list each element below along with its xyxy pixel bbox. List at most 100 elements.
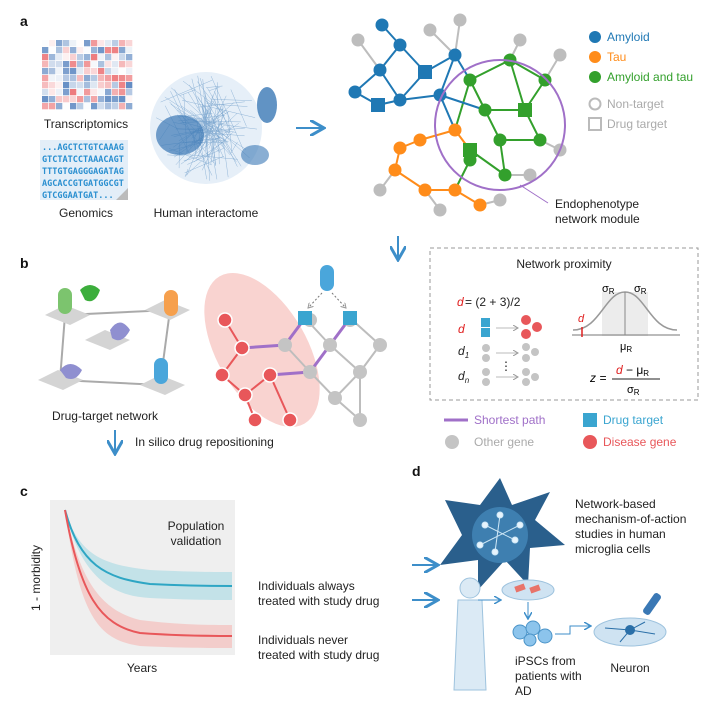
network-edge (469, 59, 511, 81)
survival-curves (64, 509, 233, 648)
heatmap-cell (126, 61, 133, 68)
heatmap-cell (70, 82, 77, 89)
heatmap-cell (98, 68, 105, 75)
network-edge (439, 54, 456, 96)
heatmap-cell (56, 96, 63, 103)
proximity-formula: d = (2 + 3)/2 d d1 dn ⋮ (457, 295, 542, 386)
gene-node (493, 133, 507, 147)
heatmap-cell (63, 75, 70, 82)
heatmap-cell (56, 75, 63, 82)
heatmap-cell (105, 61, 112, 68)
svg-text:Amyloid and tau: Amyloid and tau (607, 70, 693, 84)
panel-label-c: c (20, 483, 28, 499)
proximity-box (429, 247, 699, 401)
heatmap-cell (112, 103, 119, 110)
other-gene-node (353, 365, 367, 379)
heatmap-cell (91, 61, 98, 68)
drug-target-node (371, 98, 385, 112)
gene-node (375, 18, 389, 32)
heatmap-cell (98, 75, 105, 82)
svg-text:Shortest path: Shortest path (474, 413, 545, 427)
microglia-cell-image (440, 478, 565, 590)
module-pointer (519, 184, 549, 204)
heatmap-cell (77, 68, 84, 75)
heatmap-cell (42, 40, 48, 46)
legend-b: Shortest path Other gene Drug target Dis… (444, 413, 677, 449)
heatmap-cell (119, 61, 126, 68)
endophenotype-network (348, 13, 567, 217)
svg-text:d − μR: d − μR (616, 363, 649, 378)
heatmap-cell (112, 40, 119, 47)
population-validation: Population (168, 519, 225, 533)
heatmap-cell (77, 96, 84, 103)
other-gene-node (328, 391, 342, 405)
never-treated-label: Individuals never (258, 633, 348, 647)
x-axis-label: Years (127, 661, 157, 675)
gene-node (448, 123, 462, 137)
heatmap-cell (112, 47, 119, 54)
gene-node (413, 133, 427, 147)
heatmap-cell (77, 47, 84, 54)
heatmap-cell (70, 75, 77, 82)
gene-node (498, 168, 512, 182)
panel-label-d: d (412, 463, 421, 479)
ipsc-dish-image (478, 579, 590, 647)
gene-node (423, 23, 437, 37)
heatmap-cell (126, 75, 133, 82)
heatmap-cell (84, 75, 91, 82)
heatmap-cell (91, 40, 98, 47)
heatmap-cell (42, 82, 49, 89)
heatmap-cell (77, 82, 84, 89)
module-label: Endophenotype (555, 197, 639, 211)
heatmap-cell (56, 61, 63, 68)
gene-node (473, 198, 487, 212)
transcriptomics-heatmap (42, 40, 133, 110)
gene-node (463, 73, 477, 87)
neuron-label: Neuron (610, 661, 649, 675)
disease-gene-node (234, 340, 250, 356)
svg-text:Non-target: Non-target (607, 97, 664, 111)
heatmap-cell (98, 54, 105, 61)
heatmap-cell (105, 75, 112, 82)
heatmap-cell (119, 40, 126, 47)
gene-node (538, 73, 552, 87)
svg-text:AGCACCGTGATGGCGT: AGCACCGTGATGGCGT (42, 179, 124, 189)
population-validation-2: validation (171, 534, 222, 548)
heatmap-cell (98, 89, 105, 96)
heatmap-cell (56, 89, 63, 96)
heatmap-cell (77, 40, 83, 46)
heatmap-cell (56, 40, 63, 47)
heatmap-cell (56, 47, 63, 54)
svg-text:σR: σR (627, 384, 640, 397)
genomics-label: Genomics (59, 206, 113, 220)
heatmap-cell (84, 61, 91, 68)
heatmap-cell (49, 68, 56, 75)
svg-text:Tau: Tau (607, 50, 626, 64)
heatmap-cell (49, 89, 56, 96)
human-interactome-image (150, 72, 277, 184)
other-gene-node (303, 365, 317, 379)
drug-target-node (418, 65, 432, 79)
proximity-title: Network proximity (516, 257, 611, 271)
heatmap-cell (84, 103, 90, 109)
human-figure (453, 577, 487, 691)
heatmap-cell (49, 82, 56, 89)
heatmap-cell (112, 54, 119, 61)
heatmap-cell (91, 82, 98, 89)
heatmap-cell (126, 54, 133, 61)
proximity-distribution: d σR σR μR z = d − μR σR (572, 283, 680, 397)
heatmap-cell (119, 47, 126, 54)
heatmap-cell (84, 40, 91, 47)
heatmap-cell (63, 54, 70, 61)
disease-gene-node (247, 412, 263, 428)
svg-text:...AGCTCTGTCAAAG: ...AGCTCTGTCAAAG (42, 143, 124, 153)
gene-node (448, 48, 462, 62)
heatmap-cell (112, 75, 119, 82)
svg-text:Amyloid: Amyloid (607, 30, 650, 44)
drug-target-node (298, 311, 312, 325)
heatmap-cell (112, 68, 119, 75)
heatmap-cell (49, 75, 56, 82)
svg-text:Drug target: Drug target (603, 413, 664, 427)
heatmap-cell (70, 96, 77, 103)
never-treated-label-2: treated with study drug (258, 648, 379, 662)
